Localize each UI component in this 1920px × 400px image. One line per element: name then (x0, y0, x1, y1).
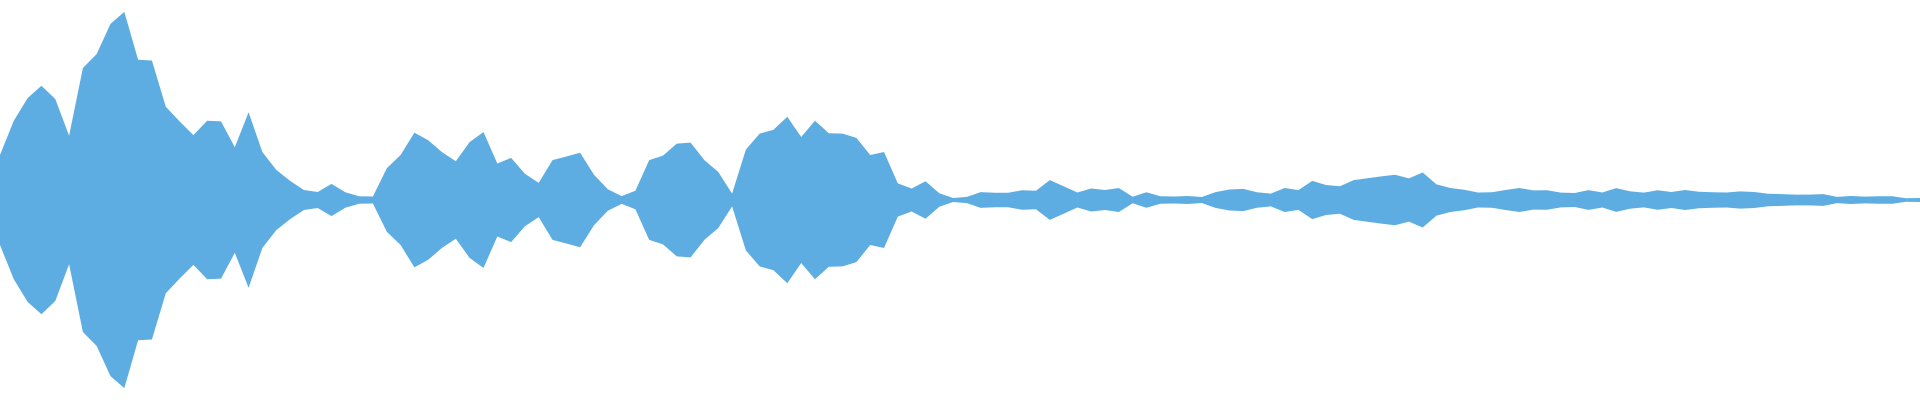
waveform-shape (0, 11, 1920, 389)
